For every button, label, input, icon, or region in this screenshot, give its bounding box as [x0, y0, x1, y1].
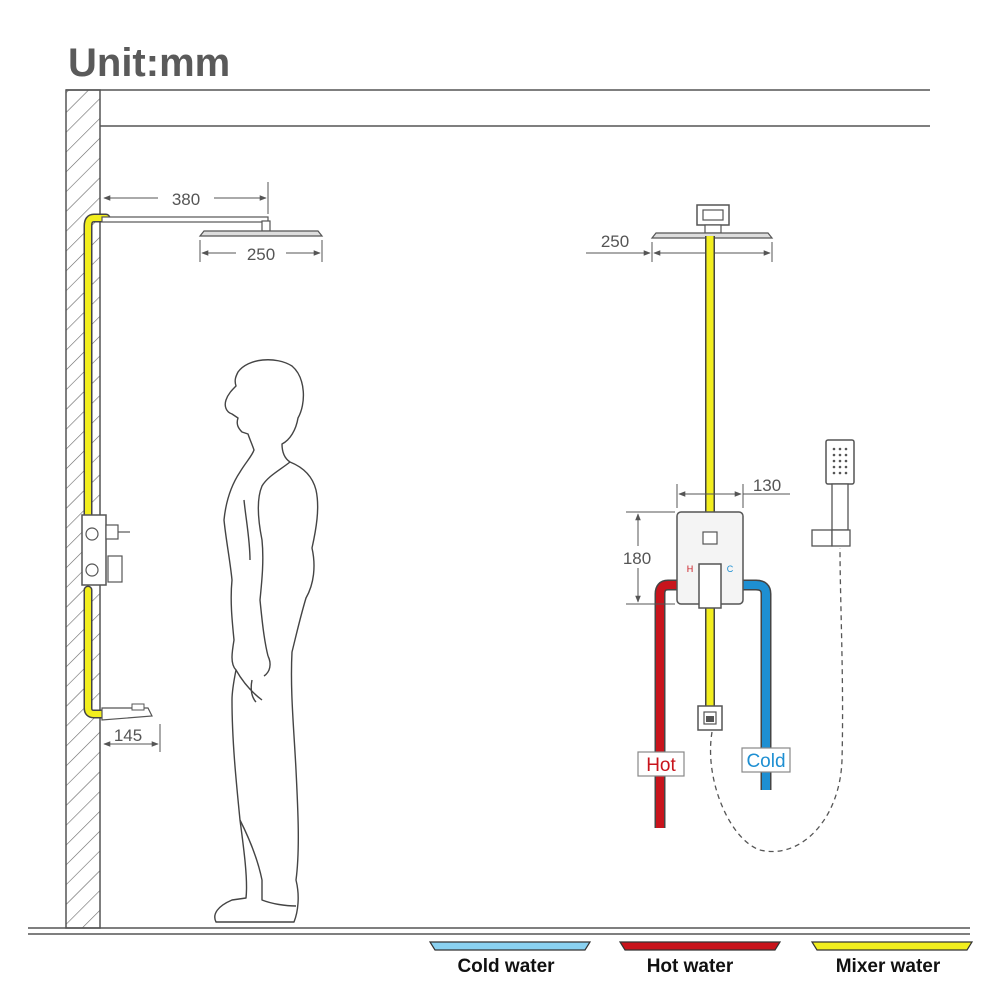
hot-label-text: Hot — [646, 755, 676, 776]
legend-mixer-label: Mixer water — [836, 956, 941, 977]
legend-hot-label: Hot water — [647, 956, 734, 977]
side-mixing-valve — [81, 514, 130, 586]
wall — [65, 89, 101, 929]
hot-supply-pipe — [654, 579, 680, 828]
arm-length-label: 380 — [172, 190, 200, 209]
side-tub-spout — [101, 703, 153, 721]
human-figure — [214, 359, 319, 923]
side-mixer-pipe — [83, 213, 111, 719]
handheld-shower — [825, 439, 855, 531]
legend-hot-water: Hot water — [618, 941, 782, 977]
front-mixing-valve: H C — [676, 511, 744, 609]
front-rain-head — [650, 204, 774, 239]
legend: Cold water Hot water Mixer water — [428, 941, 974, 977]
cold-mark: C — [727, 564, 734, 574]
legend-cold-water: Cold water — [428, 941, 592, 977]
ceiling — [66, 89, 930, 127]
legend-mixer-water: Mixer water — [810, 941, 974, 977]
dimension-rain-head-side: 250 — [199, 240, 323, 264]
dimension-valve-width: 130 — [676, 476, 790, 508]
side-rain-head — [198, 230, 324, 237]
hose-outlet — [697, 705, 723, 731]
cold-label: Cold — [741, 747, 791, 773]
dimension-arm-length: 380 — [103, 182, 269, 214]
legend-cold-label: Cold water — [457, 956, 555, 977]
floor — [28, 927, 970, 935]
rain-head-side-label: 250 — [247, 245, 275, 264]
handheld-holder — [811, 529, 851, 547]
side-shower-arm — [101, 216, 271, 232]
valve-height-label: 180 — [623, 549, 651, 568]
dimension-valve-height: 180 — [616, 511, 675, 605]
valve-width-label: 130 — [753, 476, 781, 495]
spout-depth-label: 145 — [114, 726, 142, 745]
cold-label-text: Cold — [746, 751, 785, 772]
cold-supply-pipe — [742, 579, 772, 790]
unit-title: Unit:mm — [68, 41, 230, 85]
shower-hose — [709, 547, 844, 853]
hot-mark: H — [687, 564, 694, 574]
rain-head-front-label: 250 — [601, 232, 629, 251]
dimension-spout-depth: 145 — [103, 724, 161, 752]
hot-label: Hot — [637, 751, 685, 777]
